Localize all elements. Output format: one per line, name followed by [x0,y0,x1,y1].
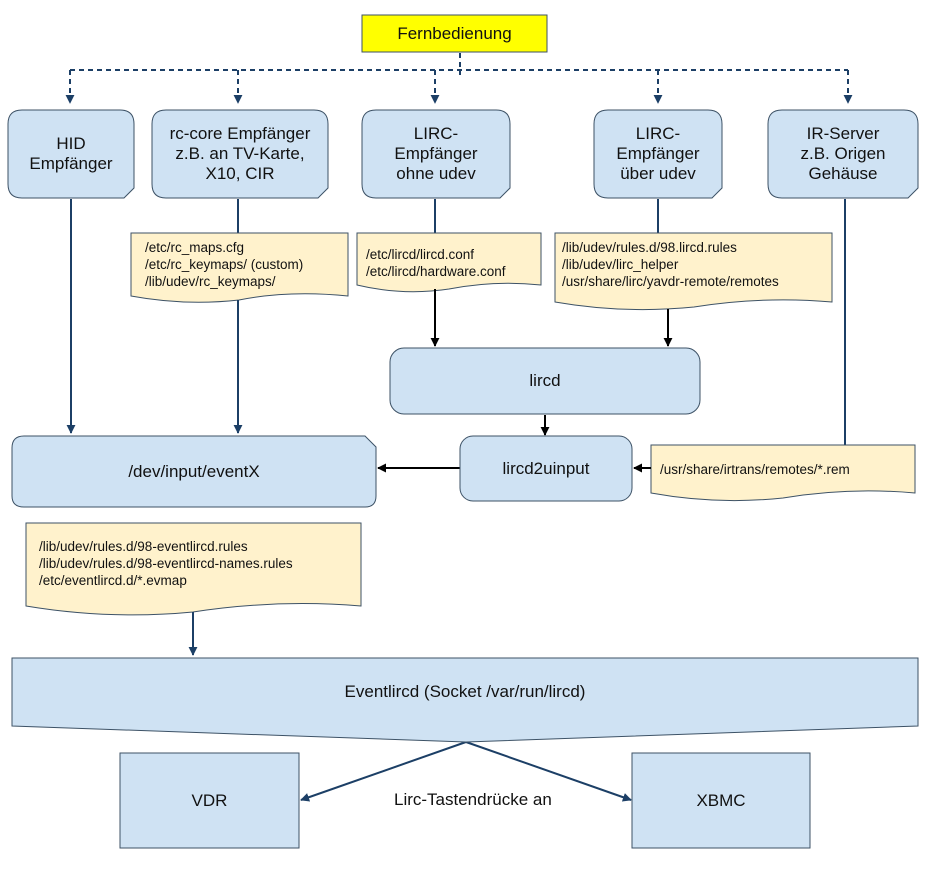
lircd-box [389,347,701,415]
xbmc-box [631,752,811,849]
dashed-connectors [65,53,853,104]
lircd-label: lircd [529,371,561,390]
eventlircd-label: Eventlircd (Socket /var/run/lircd) [344,682,586,701]
flow-arrows-black [377,289,673,473]
note-rccore: /etc/rc_maps.cfg /etc/rc_keymaps/ (custo… [145,240,304,289]
receiver-label-lirc-noudev: LIRC- Empfänger ohne udev [394,124,478,183]
receiver-box-rccore [151,109,329,199]
receiver-box-lirc-noudev [361,109,511,199]
receiver-label-hid: HID Empfänger [29,134,113,173]
note-lirc-udev: /lib/udev/rules.d/98.lircd.rules /lib/ud… [562,240,779,289]
note-irtrans: /usr/share/irtrans/remotes/*.rem [660,462,850,477]
note-shape-irtrans [650,444,916,502]
source-label: Fernbedienung [397,23,512,43]
lircd2uinput-box [459,435,633,502]
receiver-label-rccore: rc-core Empfänger z.B. an TV-Karte, X10,… [169,124,311,183]
source-box [361,14,548,53]
xbmc-label: XBMC [696,790,746,810]
edge-label-keypresses: Lirc-Tastendrücke an [394,790,552,809]
eventlircd-box [11,657,919,743]
vdr-label: VDR [191,790,228,810]
dev-input-box [11,435,377,508]
note-eventlircd: /lib/udev/rules.d/98-eventlircd.rules /l… [39,539,293,588]
receiver-box-hid [7,109,135,199]
lircd2uinput-label: lircd2uinput [502,458,590,478]
flow-arrows-blue [66,199,632,802]
note-shape-lirc-udev [554,232,833,311]
note-lirc-noudev: /etc/lircd/lircd.conf /etc/lircd/hardwar… [366,247,506,279]
receiver-label-lirc-udev: LIRC- Empfänger über udev [616,124,700,183]
receiver-box-irserver [767,109,919,199]
note-shape-lirc-noudev [356,232,542,293]
note-shape-eventlircd [25,522,362,616]
receiver-label-irserver: IR-Server z.B. Origen Gehäuse [800,124,886,183]
receiver-box-lirc-udev [593,109,723,199]
vdr-box [119,752,300,849]
note-shape-rccore [130,232,349,303]
dev-input-label: /dev/input/eventX [128,461,260,481]
receiver-lines [237,199,846,445]
